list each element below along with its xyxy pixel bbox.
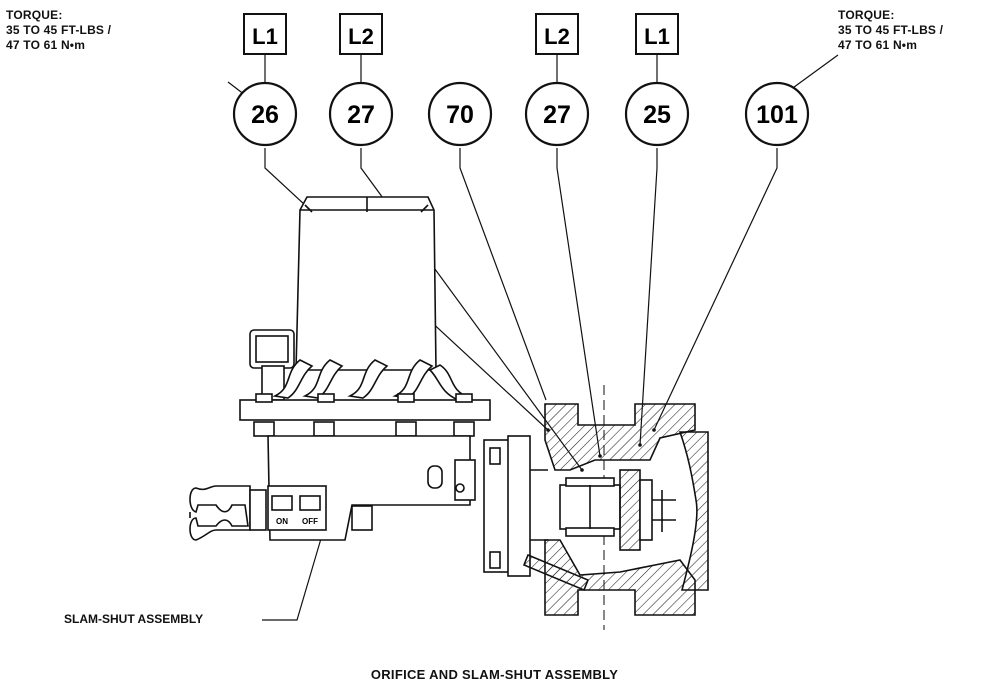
leader-ends: [546, 428, 656, 472]
torque-note-left: TORQUE: 35 TO 45 FT-LBS / 47 TO 61 N•m: [6, 8, 111, 53]
orifice-trim: [522, 469, 676, 592]
callout-number: 27: [543, 101, 571, 129]
valve-body: [544, 385, 709, 630]
orifice-flange: [483, 435, 548, 577]
lube-box-2: L2: [339, 13, 383, 82]
lube-label-5: L1: [644, 24, 670, 49]
callout-27a: 27: [328, 81, 394, 147]
torque-note-imperial: 35 TO 45 FT-LBS /: [838, 23, 944, 37]
callout-number: 25: [643, 101, 671, 129]
switch-off-label: OFF: [302, 517, 318, 526]
solenoid: [249, 329, 295, 401]
callout-70: 70: [427, 81, 493, 147]
leader-lines: [227, 54, 839, 621]
body-flange: [239, 393, 491, 437]
torque-note-metric: 47 TO 61 N•m: [6, 38, 86, 52]
lube-box-5: L1: [635, 13, 679, 82]
actuator-housing: [295, 196, 437, 371]
slam-shut-switch: [267, 485, 327, 531]
callout-25: 25: [624, 81, 690, 147]
callout-number: 101: [756, 101, 798, 129]
callout-number: 70: [446, 101, 474, 129]
slam-shut-knob: [189, 485, 267, 541]
cooling-fins: [272, 359, 474, 401]
lube-box-1: L1: [243, 13, 287, 82]
switch-on-label: ON: [276, 517, 288, 526]
callout-number: 26: [251, 101, 279, 129]
callout-27b: 27: [524, 81, 590, 147]
torque-note-right: TORQUE: 35 TO 45 FT-LBS / 47 TO 61 N•m: [838, 8, 943, 53]
torque-note-title: TORQUE:: [838, 8, 895, 22]
slam-shut-assembly-label: SLAM-SHUT ASSEMBLY: [64, 612, 204, 626]
torque-note-metric: 47 TO 61 N•m: [838, 38, 918, 52]
callout-26: 26: [232, 81, 298, 147]
callout-number: 27: [347, 101, 375, 129]
figure-caption: ORIFICE AND SLAM-SHUT ASSEMBLY: [370, 667, 619, 682]
lube-label-4: L2: [544, 24, 570, 49]
lube-box-4: L2: [535, 13, 579, 82]
torque-note-title: TORQUE:: [6, 8, 63, 22]
torque-note-imperial: 35 TO 45 FT-LBS /: [6, 23, 112, 37]
lube-label-2: L2: [348, 24, 374, 49]
lube-label-1: L1: [252, 24, 278, 49]
callout-101: 101: [744, 81, 810, 147]
